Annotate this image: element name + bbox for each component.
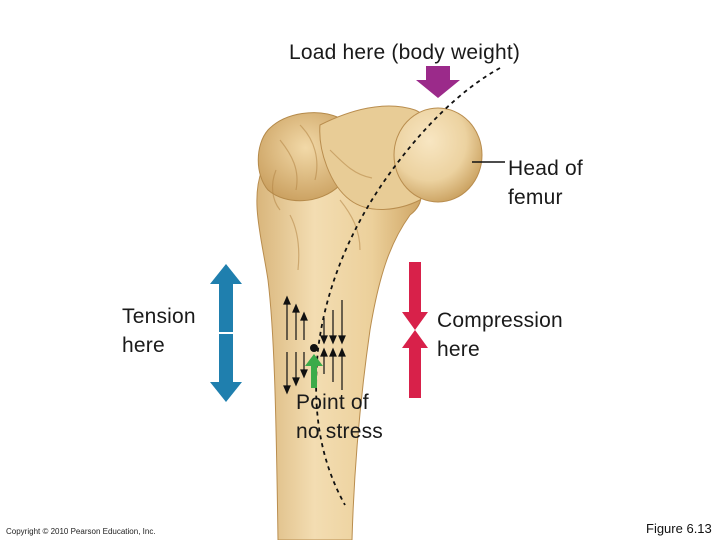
compression-label-line-1: Compression	[437, 309, 563, 332]
femur-head	[393, 107, 483, 203]
no-stress-label: Point of no stress	[296, 388, 383, 446]
femur-bone	[256, 105, 483, 540]
no-stress-label-line-2: no stress	[296, 420, 383, 443]
load-label: Load here (body weight)	[289, 41, 521, 64]
compression-label: Compression here	[437, 306, 563, 364]
load-arrow-icon	[416, 66, 460, 98]
tension-arrow-icon	[210, 264, 252, 402]
no-stress-point	[310, 344, 318, 352]
figure-number: Figure 6.13	[646, 521, 712, 536]
tension-label: Tension here	[122, 302, 196, 360]
tension-label-line-2: here	[122, 334, 165, 357]
compression-arrow-icon	[402, 262, 428, 398]
copyright-text: Copyright © 2010 Pearson Education, Inc.	[6, 527, 156, 536]
no-stress-arrow-icon	[305, 354, 323, 388]
tension-label-line-1: Tension	[122, 305, 196, 328]
load-line-dashed	[315, 67, 501, 506]
stress-arrows-tension-side	[283, 295, 308, 395]
head-label-line-1: Head of	[508, 157, 583, 180]
no-stress-label-line-1: Point of	[296, 391, 369, 414]
stress-arrows-compression-side	[320, 300, 346, 390]
compression-label-line-2: here	[437, 338, 480, 361]
head-label-line-2: femur	[508, 186, 563, 209]
head-of-femur-label: Head of femur	[508, 154, 583, 212]
